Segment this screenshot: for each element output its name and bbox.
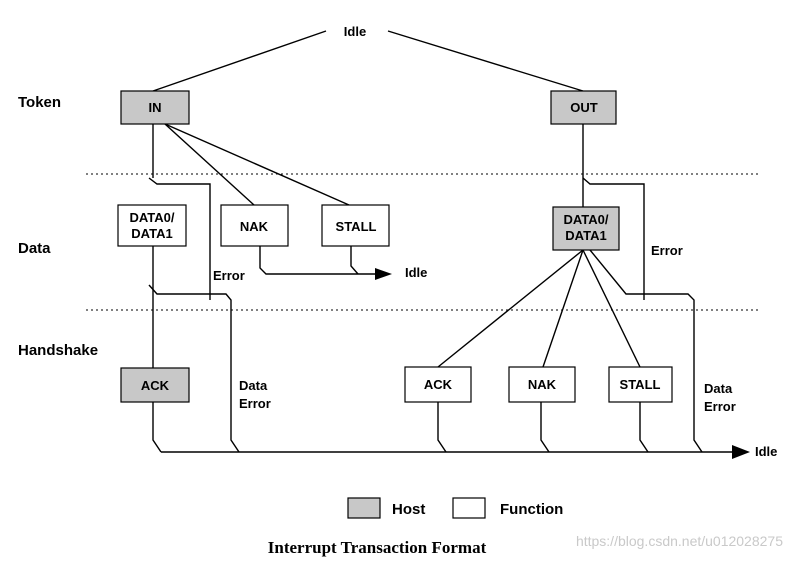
out-box	[550, 90, 617, 125]
ack-left-box	[120, 367, 190, 403]
data-error-left-label-line2: Error	[239, 396, 271, 411]
ack-right-label: ACK	[424, 377, 453, 392]
stall-right-label: STALL	[620, 377, 661, 392]
out-label: OUT	[570, 100, 598, 115]
ack-right-to-idle-line	[437, 402, 447, 453]
legend-function-label: Function	[500, 501, 563, 518]
row-label-token: Token	[18, 94, 61, 111]
idle-bottom-arrowhead	[732, 445, 750, 459]
in-to-stall-line	[164, 123, 350, 206]
in-box	[120, 90, 190, 125]
nak-right-box	[508, 366, 576, 403]
data-to-stall-right-line	[582, 249, 641, 368]
nak-right-to-idle-line	[540, 402, 550, 453]
stall-to-idle-line	[350, 246, 359, 275]
row-label-handshake: Handshake	[18, 342, 98, 359]
nak-right-label: NAK	[528, 377, 557, 392]
idle-bottom-label: Idle	[755, 444, 777, 459]
nak-left-box	[220, 204, 289, 247]
legend-host-label: Host	[392, 501, 425, 518]
data-error-right-label-line1: Data	[704, 381, 733, 396]
data-error-right-label-line2: Error	[704, 399, 736, 414]
idle-mid-arrowhead	[375, 268, 392, 280]
in-error-path	[148, 177, 211, 300]
stall-right-box	[608, 366, 673, 403]
out-error-path	[582, 177, 645, 300]
data-to-ack-right-line	[437, 249, 584, 368]
error-left-label: Error	[213, 268, 245, 283]
legend-function-swatch	[452, 497, 486, 519]
data-right-label-line1: DATA0/	[563, 212, 608, 227]
data-error-left-label-line1: Data	[239, 378, 268, 393]
ack-right-box	[404, 366, 472, 403]
idle-to-in-line	[152, 30, 327, 92]
nak-to-idle-line	[259, 246, 375, 275]
watermark-text: https://blog.csdn.net/u012028275	[576, 533, 783, 549]
idle-to-out-line	[387, 30, 584, 92]
row-label-data: Data	[18, 240, 51, 257]
idle-mid-label: Idle	[405, 265, 427, 280]
idle-top-label: Idle	[344, 24, 366, 39]
data-error-left-path	[148, 284, 240, 453]
ack-left-label: ACK	[141, 378, 170, 393]
data-left-label-line2: DATA1	[131, 226, 172, 241]
data-right-box	[552, 206, 620, 251]
data-right-label-line2: DATA1	[565, 228, 606, 243]
data-error-right-path	[589, 249, 703, 453]
nak-left-label: NAK	[240, 219, 269, 234]
data-left-box	[117, 204, 187, 247]
in-to-nak-line	[164, 123, 255, 206]
ack-left-to-idle-line	[152, 402, 162, 453]
stall-left-label: STALL	[336, 219, 377, 234]
stall-right-to-idle-line	[639, 402, 649, 453]
diagram-title: Interrupt Transaction Format	[268, 538, 487, 557]
data-to-nak-right-line	[542, 249, 584, 368]
stall-left-box	[321, 204, 390, 247]
error-right-label: Error	[651, 243, 683, 258]
in-label: IN	[149, 100, 162, 115]
data-left-label-line1: DATA0/	[129, 210, 174, 225]
legend-host-swatch	[347, 497, 381, 519]
